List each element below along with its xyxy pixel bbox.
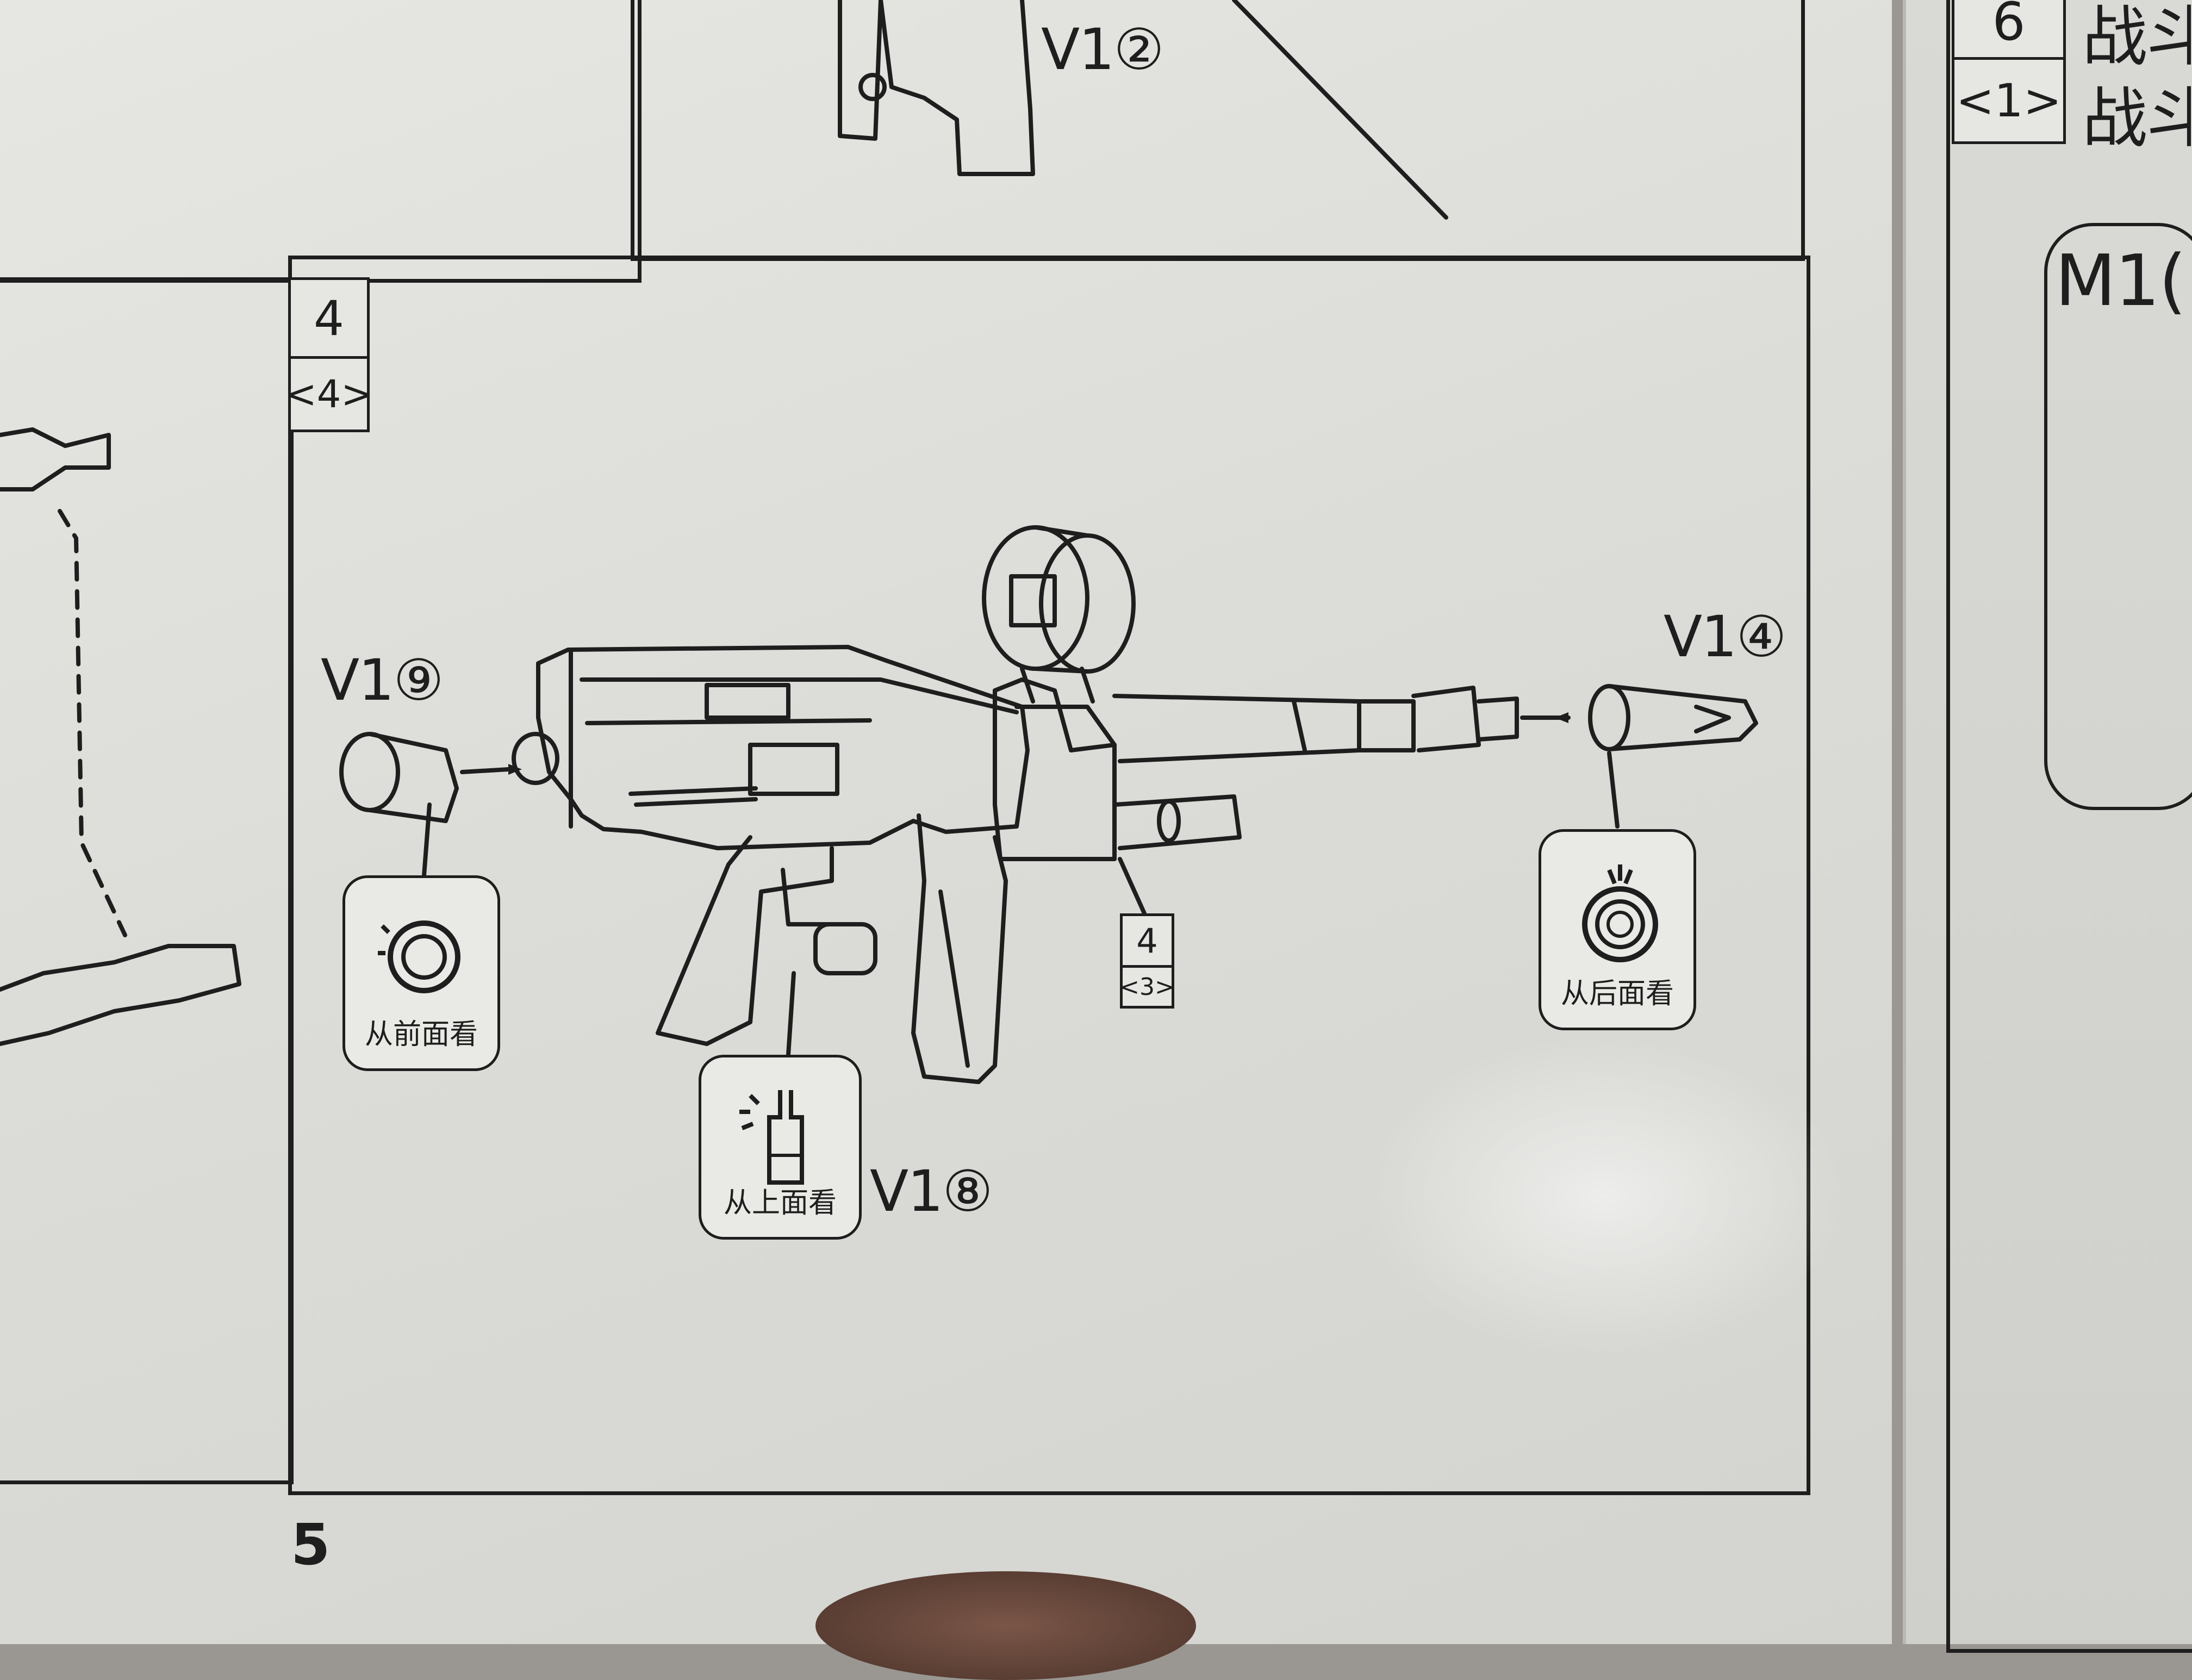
- callout-top-view-label: 从上面看: [723, 1187, 837, 1219]
- top-view-clip-icon: [739, 1090, 804, 1185]
- front-view-ring-icon: [378, 920, 460, 993]
- step-sub-next: <1>: [1952, 57, 2066, 144]
- step-sub-main: <4>: [285, 356, 373, 432]
- callout-back-view-label: 从后面看: [1560, 978, 1674, 1010]
- next-step-title-line-1: 战斗: [2082, 0, 2191, 75]
- callout-front-view-label: 从前面看: [364, 1018, 478, 1051]
- callout-front-view: 从前面看: [342, 875, 500, 1071]
- callout-top-view: 从上面看: [699, 1055, 862, 1240]
- part-label-next-panel: M1(: [2055, 239, 2187, 322]
- page-number: 5: [291, 1511, 331, 1578]
- step-number-next-value: 6: [1992, 0, 2026, 52]
- rifle-assembly-drawing: [0, 0, 1758, 1084]
- step-number-main-value: 4: [314, 290, 344, 346]
- part-label-rear-cap: V1⑨: [321, 647, 444, 713]
- instruction-sheet: [0, 0, 1892, 1644]
- finger-shadow: [815, 1571, 1196, 1680]
- part-label-muzzle: V1④: [1664, 603, 1787, 670]
- part-label-top: V1②: [1041, 16, 1164, 83]
- part-label-sight: V1⑧: [870, 1158, 993, 1224]
- step-sub-subassembly: <3>: [1119, 965, 1175, 1009]
- step-number-next: 6: [1952, 0, 2066, 60]
- callout-back-view: 从后面看: [1539, 829, 1696, 1030]
- step-number-main: 4: [288, 277, 370, 359]
- step-number-subassembly-value: 4: [1136, 920, 1158, 961]
- next-step-title-line-2: 战斗: [2082, 81, 2191, 157]
- back-view-gear-icon: [1582, 864, 1658, 962]
- next-page-sheet: [1903, 0, 2192, 1644]
- step-sub-next-value: <1>: [1956, 74, 2062, 127]
- step-sub-subassembly-value: <3>: [1119, 973, 1175, 1001]
- step-sub-main-value: <4>: [285, 372, 373, 416]
- panel-step-4: [288, 256, 1810, 1495]
- next-panel-parts-box: [2044, 223, 2192, 810]
- light-glare: [1359, 1033, 1848, 1359]
